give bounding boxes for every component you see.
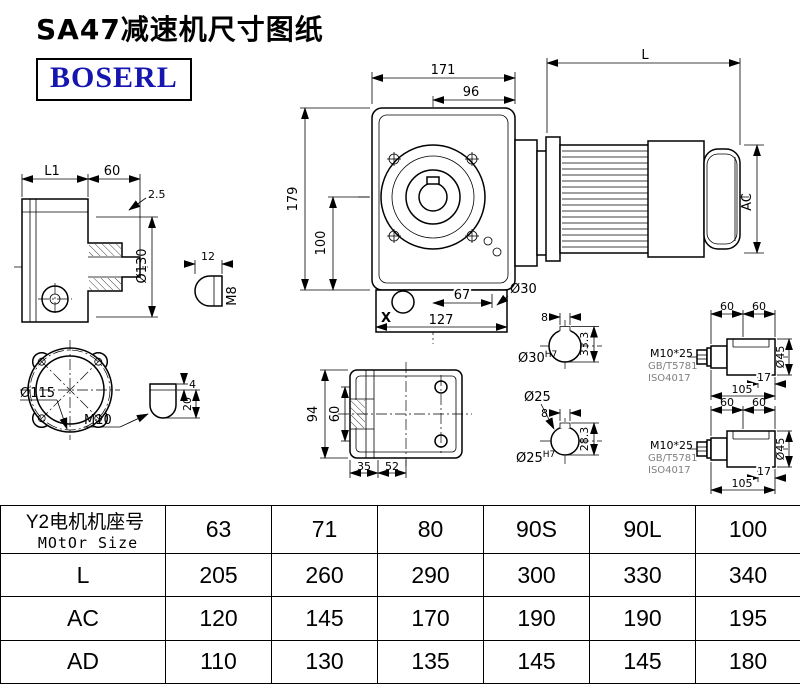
- side-view: L1 60 2.5 Ø130: [14, 164, 166, 323]
- header-en: MOtOr Size: [37, 534, 139, 552]
- dim-AC: AC: [740, 193, 755, 211]
- dim-96: 96: [463, 85, 480, 100]
- motor-fins: [562, 150, 648, 248]
- dim-4: 4: [189, 378, 196, 391]
- label-dia30: Ø30: [510, 282, 537, 297]
- cell-AC-2: 170: [377, 596, 484, 641]
- dim-dia45-2: Ø45: [774, 438, 787, 461]
- label-bore-25h7: Ø25H7: [516, 450, 555, 466]
- cell-AD-0: 110: [165, 639, 272, 684]
- row-label-AC: AC: [0, 596, 166, 641]
- row-label-AD: AD: [0, 639, 166, 684]
- front-view: X: [371, 107, 559, 333]
- dim-67: 67: [454, 288, 471, 303]
- dim-60a-2: 60: [720, 396, 734, 409]
- cell-AD-1: 130: [271, 639, 378, 684]
- size-63: 63: [165, 505, 272, 554]
- std-iso-1: ISO4017: [648, 373, 691, 384]
- dim-33-3: 33.3: [578, 332, 591, 357]
- output-shaft-bottom: M10*25 GB/T5781 ISO4017 60 60 17 105 Ø45: [648, 396, 793, 494]
- header-cn: Y2电机机座号: [25, 512, 145, 533]
- dim-105-1: 105: [732, 383, 753, 396]
- cell-L-1: 260: [271, 552, 378, 598]
- size-100: 100: [695, 505, 800, 554]
- table-row-AC: AC 120 145 170 190 190 195: [0, 596, 800, 641]
- flange-view: Ø115 M10: [20, 340, 149, 440]
- dim-L1: L1: [44, 164, 60, 179]
- dim-8-b: 8: [541, 407, 548, 420]
- label-m8: M8: [225, 286, 240, 306]
- dim-127: 127: [429, 313, 454, 328]
- cell-AD-5: 180: [695, 639, 800, 684]
- label-dia25: Ø25: [524, 390, 551, 405]
- dim-100: 100: [314, 231, 329, 256]
- dim-17-1: 17: [757, 371, 771, 384]
- shaft-section-30: 8 33.3 Ø30H7: [518, 311, 602, 370]
- main-dimensions: 171 96 L 179 100 AC 67 Ø30 127: [286, 48, 764, 331]
- technical-drawing: X 171 96 L: [14, 48, 793, 494]
- dim-17-2: 17: [757, 465, 771, 478]
- motor-size-header-cell: Y2电机机座号 MOtOr Size: [0, 505, 166, 554]
- brand-text: BOSERL: [50, 61, 178, 94]
- oil-plug-m10: 4 20: [149, 372, 200, 419]
- cell-L-5: 340: [695, 552, 800, 598]
- size-80: 80: [377, 505, 484, 554]
- table-header-row: Y2电机机座号 MOtOr Size 63 71 80 90S 90L 100: [0, 505, 800, 554]
- dim-dia45-1: Ø45: [774, 346, 787, 369]
- bolt-spec-1: M10*25: [650, 347, 693, 360]
- dim-105-2: 105: [732, 477, 753, 490]
- cell-L-2: 290: [377, 552, 484, 598]
- shaft-section-25: 8 28.3 Ø25 Ø25H7: [516, 390, 602, 466]
- table-row-L: L 205 260 290 300 330 340: [0, 552, 800, 598]
- std-iso-2: ISO4017: [648, 465, 691, 476]
- dim-60-side: 60: [104, 164, 121, 179]
- table-row-AD: AD 110 130 135 145 145 180: [0, 639, 800, 684]
- page-title: SA47减速机尺寸图纸: [36, 13, 324, 46]
- std-gb-1: GB/T5781: [648, 361, 698, 372]
- cell-AC-3: 190: [483, 596, 590, 641]
- cell-L-4: 330: [589, 552, 696, 598]
- dim-60-bottom: 60: [328, 406, 343, 423]
- size-71: 71: [271, 505, 378, 554]
- dim-2-5: 2.5: [148, 188, 166, 201]
- cell-L-3: 300: [483, 552, 590, 598]
- cell-AC-5: 195: [695, 596, 800, 641]
- dim-94: 94: [306, 406, 321, 423]
- size-90s: 90S: [483, 505, 590, 554]
- dim-179: 179: [286, 187, 301, 212]
- dim-28-3: 28.3: [578, 427, 591, 452]
- oil-plug-m8: 12 M8: [183, 250, 240, 307]
- dim-60b-2: 60: [752, 396, 766, 409]
- cell-AD-4: 145: [589, 639, 696, 684]
- dim-52: 52: [385, 460, 399, 473]
- dim-20: 20: [181, 397, 194, 411]
- dim-171: 171: [431, 63, 456, 78]
- dim-35: 35: [357, 460, 371, 473]
- cell-AD-3: 145: [483, 639, 590, 684]
- bottom-view: 94 60 35 52: [306, 362, 472, 478]
- size-90l: 90L: [589, 505, 696, 554]
- dim-L: L: [641, 48, 649, 63]
- dim-60a-1: 60: [720, 300, 734, 313]
- cell-AC-4: 190: [589, 596, 696, 641]
- cell-L-0: 205: [165, 552, 272, 598]
- brand-logo: BOSERL: [36, 58, 192, 101]
- dim-dia130: Ø130: [135, 248, 150, 283]
- label-x: X: [381, 311, 391, 326]
- std-gb-2: GB/T5781: [648, 453, 698, 464]
- motor-size-table: Y2电机机座号 MOtOr Size 63 71 80 90S 90L 100 …: [0, 505, 800, 684]
- cell-AC-1: 145: [271, 596, 378, 641]
- motor-view: [545, 136, 741, 262]
- label-m10: M10: [84, 413, 112, 428]
- dim-60b-1: 60: [752, 300, 766, 313]
- dim-12: 12: [201, 250, 215, 263]
- bolt-spec-2: M10*25: [650, 439, 693, 452]
- output-shaft-top: M10*25 GB/T5781 ISO4017 60 60 17 105 Ø45: [648, 300, 793, 400]
- cell-AC-0: 120: [165, 596, 272, 641]
- row-label-L: L: [0, 552, 166, 598]
- dim-8-a: 8: [541, 311, 548, 324]
- label-bore-30h7: Ø30H7: [518, 350, 557, 366]
- cell-AD-2: 135: [377, 639, 484, 684]
- dim-dia115: Ø115: [20, 386, 55, 401]
